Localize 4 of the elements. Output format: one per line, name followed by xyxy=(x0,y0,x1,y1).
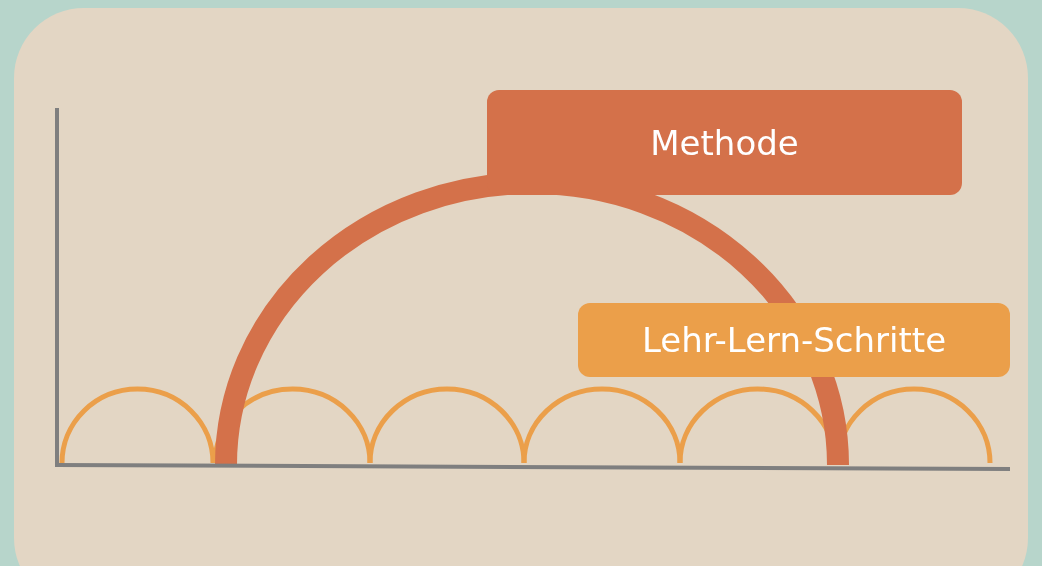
step-box xyxy=(578,303,1010,377)
box-label: Methode xyxy=(650,122,799,163)
box-label: Lehr-Lern-Schritte xyxy=(641,320,947,360)
method-box xyxy=(487,90,962,195)
